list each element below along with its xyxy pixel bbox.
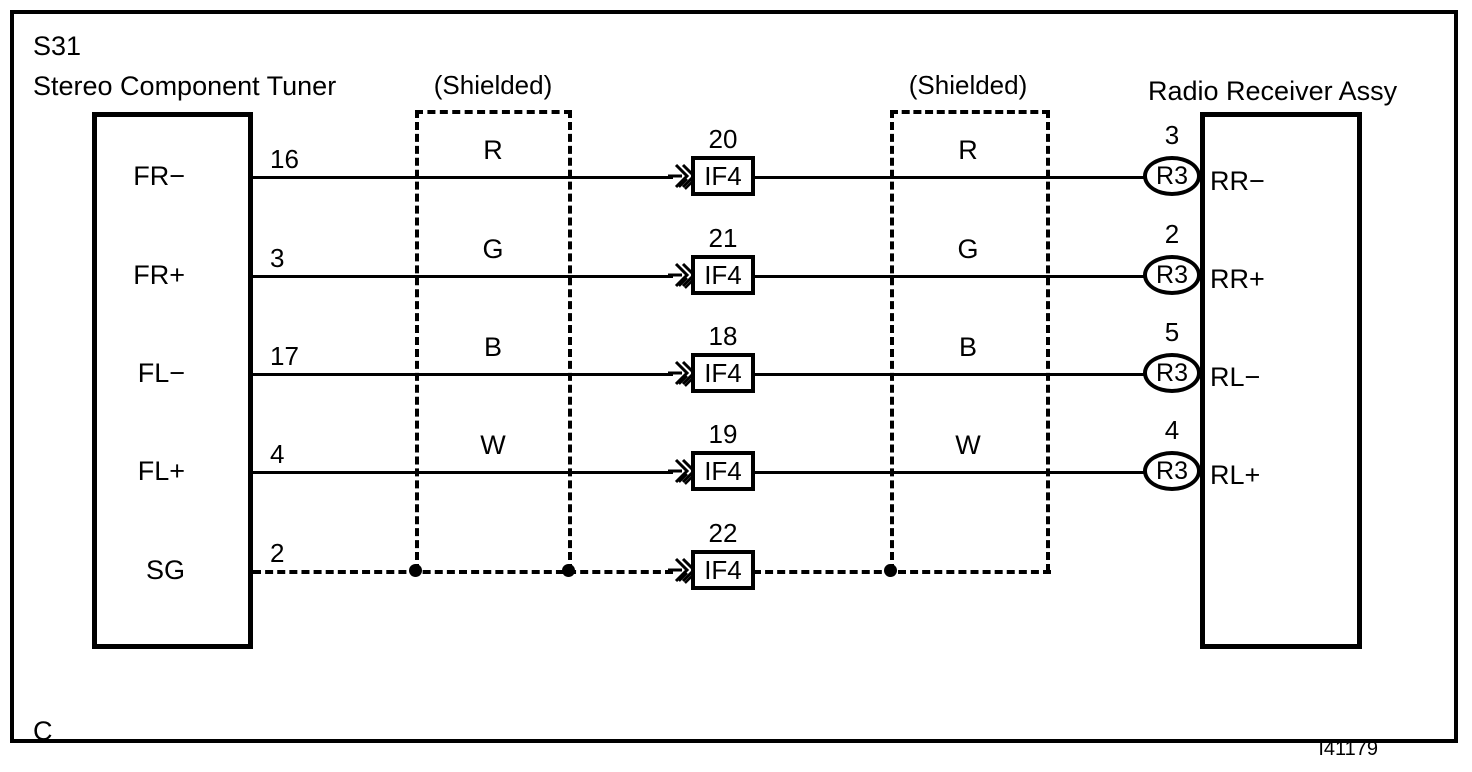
- connector-pin-number-3: 19: [708, 419, 738, 449]
- shield-left-east-edge: [568, 110, 572, 572]
- junction-dot-shield-left-east: [562, 564, 575, 577]
- shield-label-left: (Shielded): [433, 70, 553, 100]
- right-terminal-label-3: RL+: [1210, 460, 1261, 490]
- wire-color-right-3: W: [955, 430, 981, 460]
- figure-id: I41179: [1318, 738, 1378, 760]
- if4-connector-2[interactable]: IF4: [691, 353, 755, 393]
- right-terminal-label-2: RL−: [1210, 362, 1261, 392]
- ground-point-2[interactable]: R3: [1143, 353, 1201, 393]
- if4-connector-1[interactable]: IF4: [691, 255, 755, 295]
- corner-mark: C: [33, 716, 53, 746]
- connector-pin-number-4: 22: [708, 518, 738, 548]
- ground-wire-segment-left: [253, 570, 673, 574]
- wire-color-left-0: R: [483, 135, 503, 165]
- radio-receiver-assy-box[interactable]: [1200, 112, 1362, 649]
- left-terminal-label-1: FR+: [133, 260, 185, 290]
- if4-connector-4[interactable]: IF4: [691, 550, 755, 590]
- right-component-name: Radio Receiver Assy: [1148, 76, 1398, 106]
- shield-left-top-edge: [415, 110, 572, 114]
- left-pin-number-2: 17: [270, 341, 299, 371]
- if4-connector-3[interactable]: IF4: [691, 451, 755, 491]
- right-pin-number-1: 2: [1164, 219, 1180, 249]
- wire-segment-left-3: [253, 471, 673, 474]
- wire-segment-left-2: [253, 373, 673, 376]
- wire-segment-right-0: [753, 176, 1145, 179]
- wire-segment-right-3: [753, 471, 1145, 474]
- right-pin-number-0: 3: [1164, 120, 1180, 150]
- wire-color-right-2: B: [958, 332, 978, 362]
- stereo-component-tuner-box[interactable]: [92, 112, 253, 649]
- wire-color-left-3: W: [480, 430, 506, 460]
- left-component-code: S31: [33, 31, 82, 61]
- junction-dot-shield-left-west: [409, 564, 422, 577]
- left-terminal-label-4: SG: [145, 555, 185, 585]
- left-pin-number-3: 4: [270, 439, 285, 469]
- connector-pin-number-1: 21: [708, 223, 738, 253]
- connector-pin-number-2: 18: [708, 321, 738, 351]
- right-terminal-label-0: RR−: [1210, 166, 1265, 196]
- shield-right-top-edge: [890, 110, 1050, 114]
- left-terminal-label-0: FR−: [133, 161, 185, 191]
- ground-wire-segment-right: [753, 570, 1051, 574]
- left-terminal-label-3: FL+: [137, 456, 185, 486]
- wire-color-left-2: B: [483, 332, 503, 362]
- ground-point-1[interactable]: R3: [1143, 255, 1201, 295]
- right-terminal-label-1: RR+: [1210, 264, 1265, 294]
- wire-color-right-1: G: [957, 234, 979, 264]
- shield-label-right: (Shielded): [908, 70, 1028, 100]
- right-pin-number-2: 5: [1164, 317, 1180, 347]
- left-terminal-label-2: FL−: [137, 358, 185, 388]
- left-component-name: Stereo Component Tuner: [33, 71, 337, 101]
- right-pin-number-3: 4: [1164, 415, 1180, 445]
- wire-segment-right-2: [753, 373, 1145, 376]
- ground-point-3[interactable]: R3: [1143, 451, 1201, 491]
- shield-right-west-edge: [890, 110, 894, 572]
- left-pin-number-1: 3: [270, 243, 285, 273]
- wire-segment-left-0: [253, 176, 673, 179]
- left-pin-number-0: 16: [270, 144, 299, 174]
- left-pin-number-4: 2: [270, 538, 285, 568]
- wire-segment-left-1: [253, 275, 673, 278]
- shield-left-west-edge: [415, 110, 419, 572]
- wire-color-left-1: G: [482, 234, 504, 264]
- ground-point-0[interactable]: R3: [1143, 156, 1201, 196]
- junction-dot-shield-right-west: [884, 564, 897, 577]
- wire-color-right-0: R: [958, 135, 978, 165]
- connector-pin-number-0: 20: [708, 124, 738, 154]
- if4-connector-0[interactable]: IF4: [691, 156, 755, 196]
- shield-right-east-edge: [1046, 110, 1050, 572]
- wire-segment-right-1: [753, 275, 1145, 278]
